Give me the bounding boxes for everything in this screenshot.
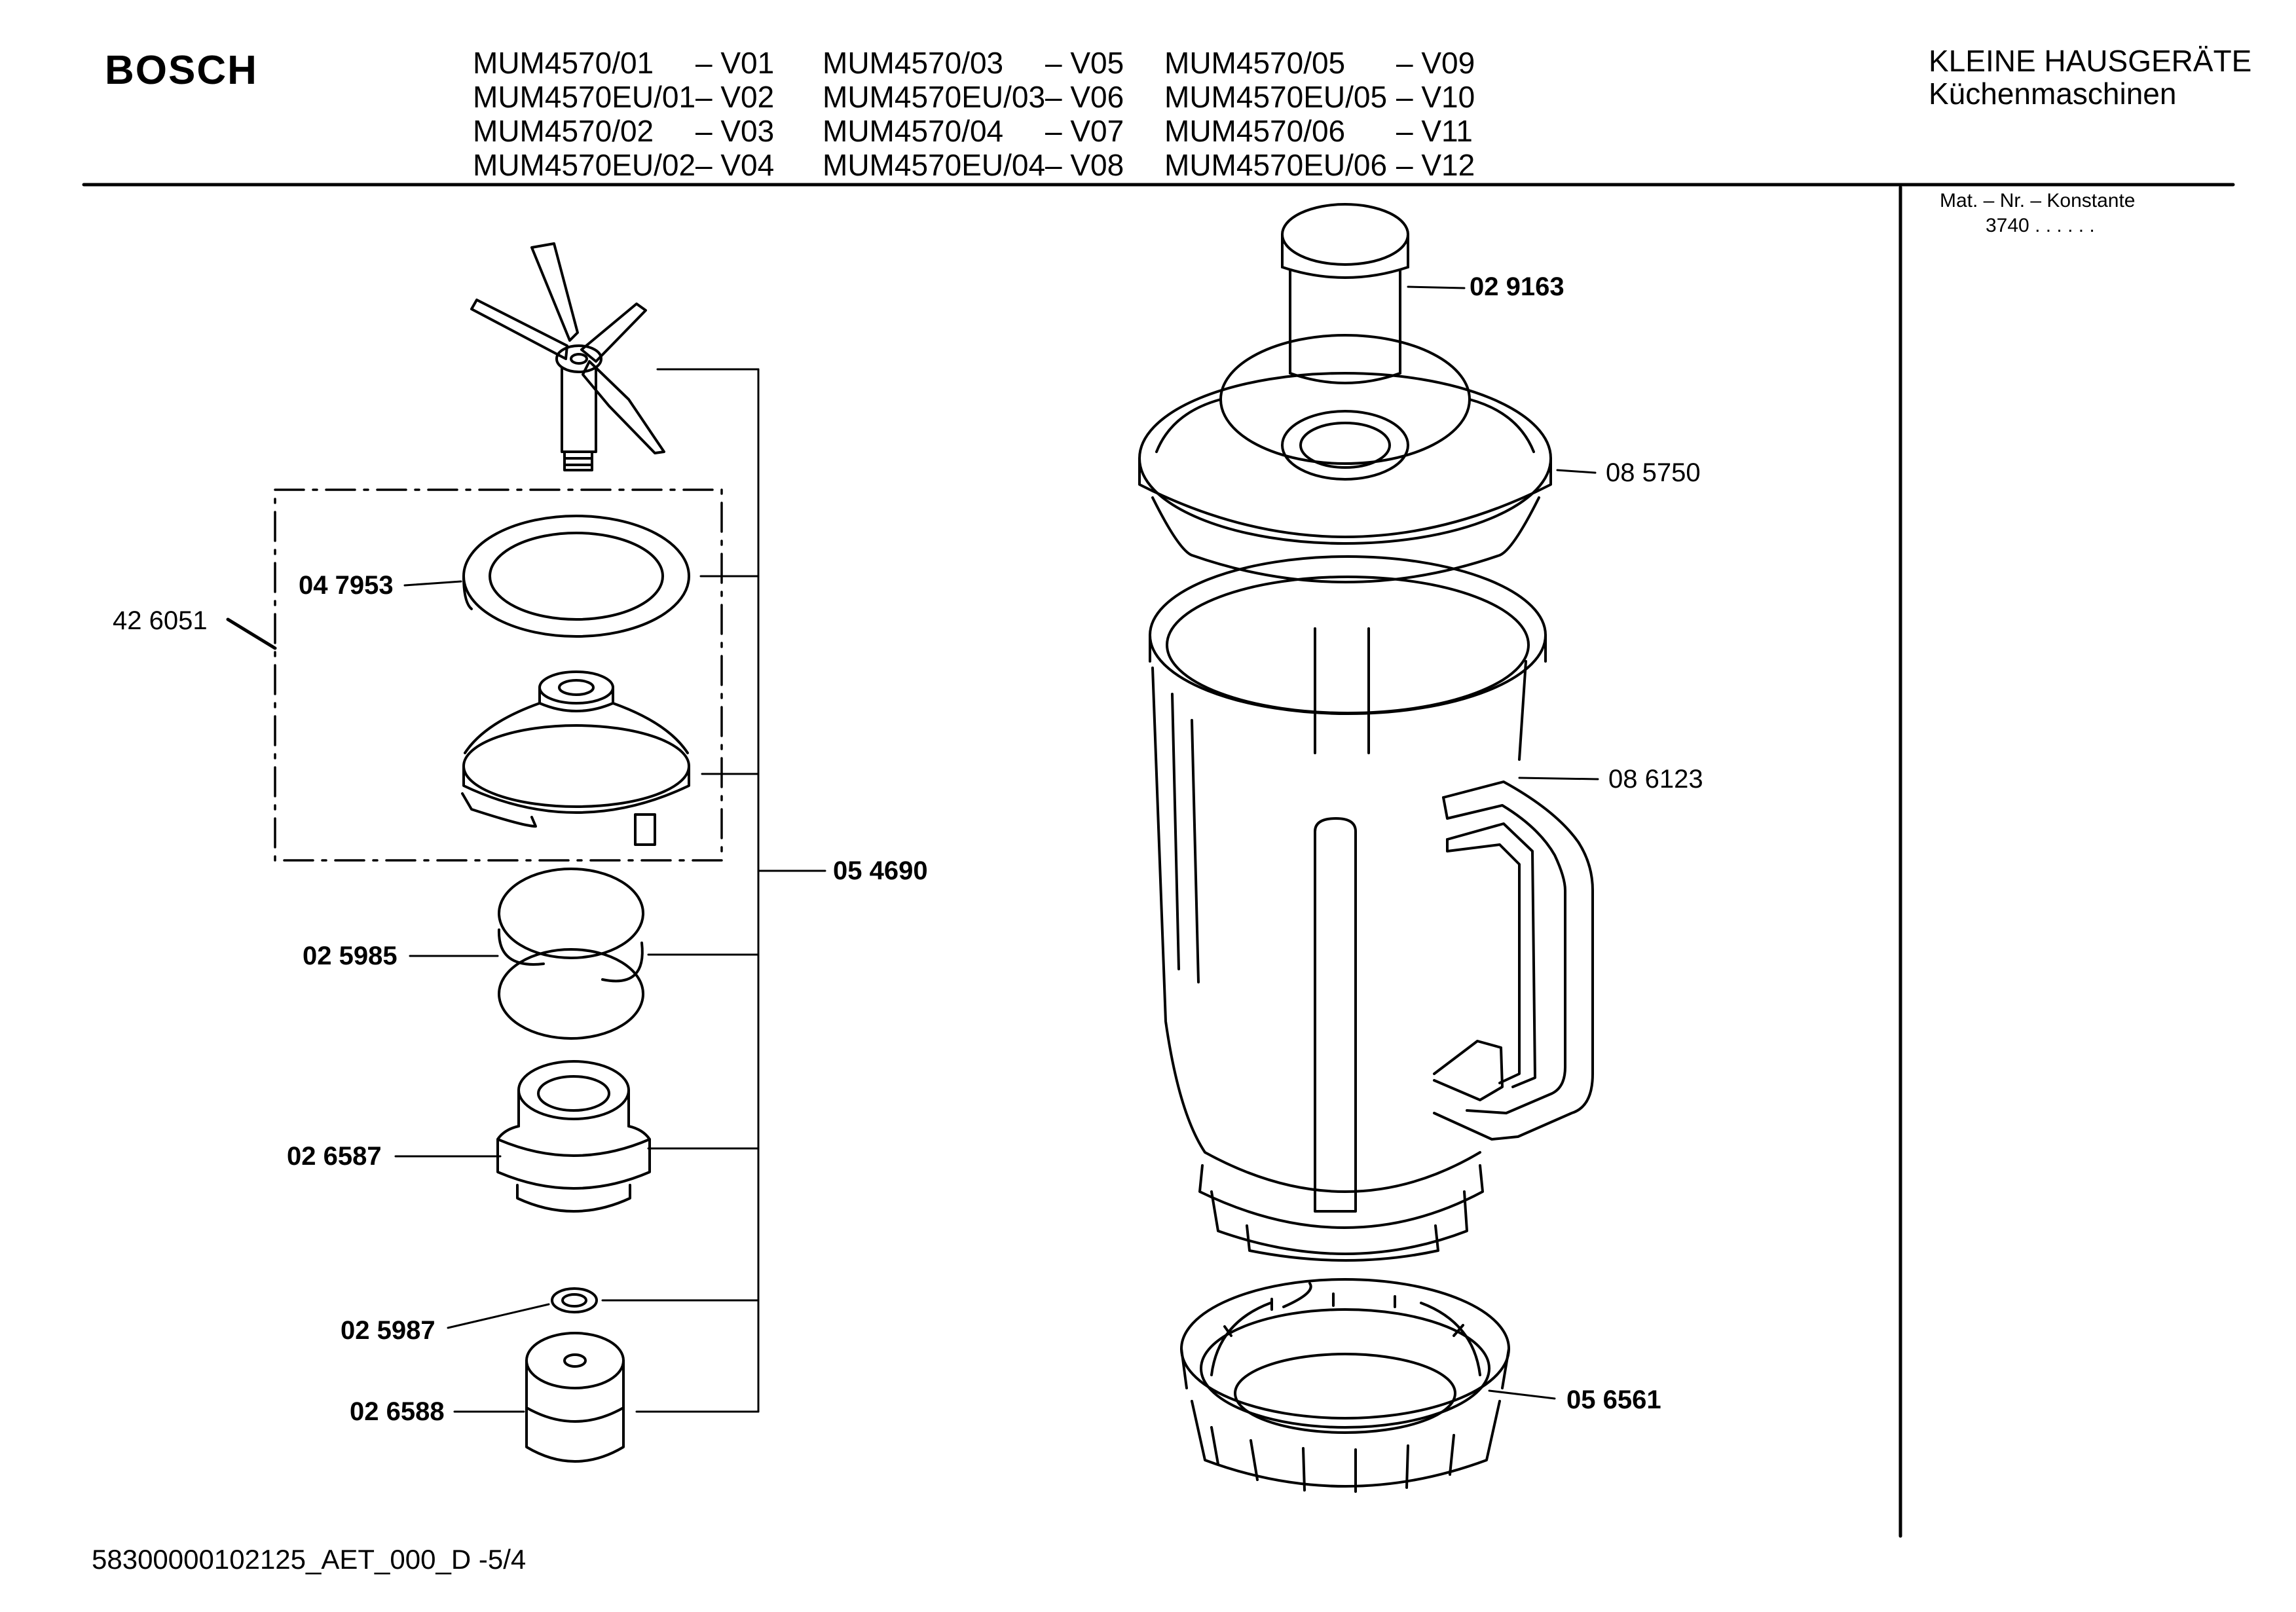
brand-logo: BOSCH [105, 48, 258, 93]
part-number-026587: 02 6587 [287, 1142, 382, 1171]
part-number-025987: 02 5987 [341, 1316, 435, 1345]
variant-model: MUM4570EU/04 [823, 148, 1046, 182]
part-number-025985: 02 5985 [303, 942, 398, 970]
variant-model: MUM4570EU/06 [1164, 148, 1388, 182]
part-number-426051: 42 6051 [113, 606, 208, 635]
mat-number-block: Mat. – Nr. – Konstante 3740 . . . . . . [1940, 189, 2136, 238]
variant-code: – V10 [1396, 80, 1475, 114]
variant-model: MUM4570EU/01 [473, 80, 696, 114]
part-number-026588: 02 6588 [350, 1397, 445, 1426]
measuring-cup-drawing [1281, 203, 1466, 384]
mat-value: 3740 . . . . . . [1986, 215, 2095, 236]
variant-model: MUM4570EU/03 [823, 80, 1046, 114]
seal-rings-drawing [497, 868, 644, 1040]
part-number-047953: 04 7953 [299, 571, 394, 600]
jar-base-ring-drawing [1180, 1278, 1556, 1493]
part-number-054690: 05 4690 [833, 856, 928, 885]
variant-code: – V08 [1045, 148, 1124, 182]
header-category-block: KLEINE HAUSGERÄTE Küchenmaschinen [1929, 45, 2251, 110]
variant-model: MUM4570/04 [823, 114, 1004, 148]
variant-model: MUM4570/05 [1164, 46, 1346, 80]
variant-model: MUM4570/03 [823, 46, 1004, 80]
part-number-056561: 05 6561 [1566, 1385, 1661, 1414]
header-category: KLEINE HAUSGERÄTE [1929, 44, 2252, 78]
coupling-drawing [525, 1332, 625, 1463]
variant-code: – V05 [1045, 46, 1124, 80]
part-number-086123: 08 6123 [1608, 765, 1703, 794]
blender-jar-drawing [1149, 555, 1599, 1262]
blender-lid-drawing [1138, 334, 1597, 583]
blade-knife-drawing [470, 242, 665, 471]
variant-code: – V03 [695, 114, 775, 148]
variant-code: – V12 [1396, 148, 1475, 182]
variant-code: – V01 [695, 46, 775, 80]
part-leader-bracket [601, 368, 826, 1413]
part-number-085750: 08 5750 [1606, 458, 1701, 487]
variant-code: – V07 [1045, 114, 1124, 148]
variant-code: – V06 [1045, 80, 1124, 114]
variant-code: – V09 [1396, 46, 1475, 80]
blade-carrier-drawing [461, 670, 690, 846]
variant-model: MUM4570/01 [473, 46, 654, 80]
mat-label: Mat. – Nr. – Konstante [1940, 190, 2136, 211]
variant-model: MUM4570EU/05 [1164, 80, 1388, 114]
bearing-housing-drawing [496, 1060, 651, 1213]
part-number-029163: 02 9163 [1470, 272, 1565, 301]
header-subcategory: Küchenmaschinen [1929, 77, 2177, 111]
washer-drawing [551, 1287, 598, 1313]
assembly-group-frame [274, 488, 723, 862]
variant-code: – V11 [1396, 114, 1473, 148]
variant-code: – V02 [695, 80, 775, 114]
variant-code: – V04 [695, 148, 775, 182]
sealing-ring-drawing [462, 515, 690, 638]
part-leaders-left [226, 580, 550, 1413]
variant-model: MUM4570/02 [473, 114, 654, 148]
document-footer-code: 58300000102125_AET_000_D -5/4 [92, 1544, 527, 1575]
variant-model: MUM4570/06 [1164, 114, 1346, 148]
variant-model: MUM4570EU/02 [473, 148, 696, 182]
